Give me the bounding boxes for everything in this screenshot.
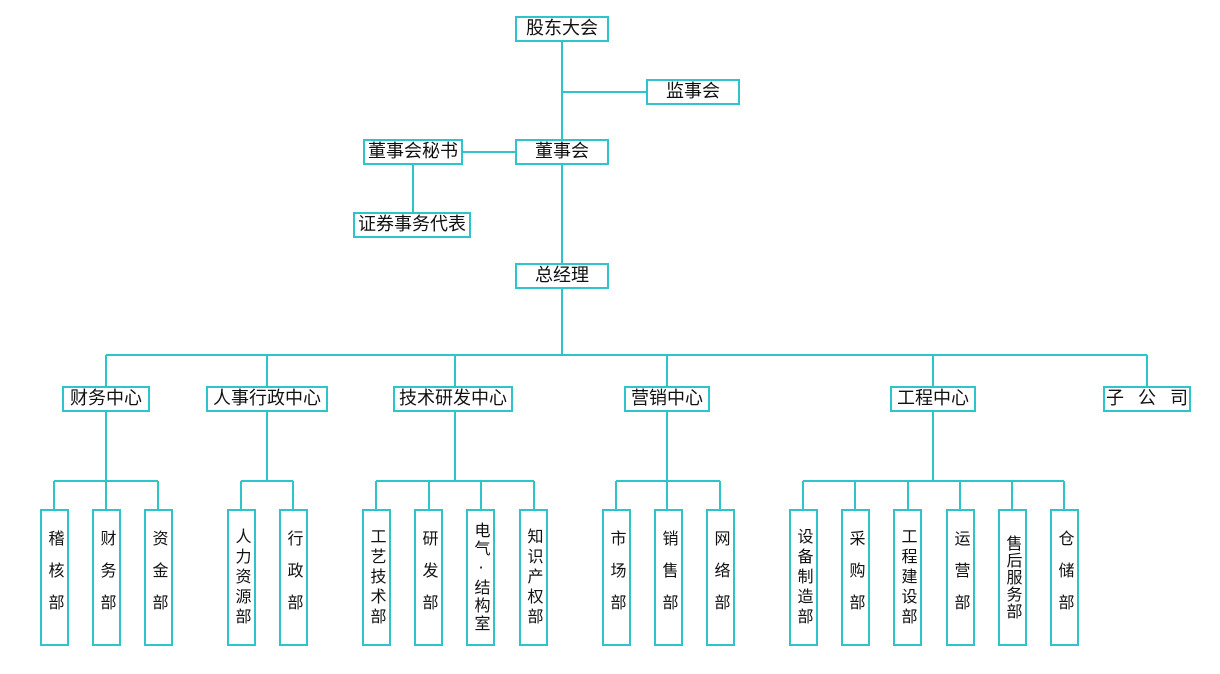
dept-admin-label: 行政部: [284, 529, 304, 626]
dept-equipment-label: 设备制造部: [794, 527, 814, 628]
shareholders-meeting-box: 股东大会: [515, 16, 609, 42]
dept-network-box: 网络部: [706, 509, 735, 646]
marketing-center-box: 营销中心: [624, 386, 710, 412]
dept-admin-box: 行政部: [279, 509, 308, 646]
dept-construction-box: 工程建设部: [893, 509, 922, 646]
dept-purchasing-label: 采购部: [846, 529, 866, 626]
dept-equipment-box: 设备制造部: [789, 509, 818, 646]
dept-electrical-structure-label: 电气·结构室: [471, 522, 491, 633]
dept-funds-box: 资金部: [144, 509, 173, 646]
dept-market-box: 市场部: [602, 509, 631, 646]
dept-audit-box: 稽核部: [40, 509, 69, 646]
dept-purchasing-box: 采购部: [841, 509, 870, 646]
finance-center-box: 财务中心: [62, 386, 150, 412]
dept-sales-box: 销售部: [654, 509, 683, 646]
board-secretary-box: 董事会秘书: [363, 139, 463, 165]
dept-network-label: 网络部: [711, 529, 731, 626]
general-manager-box: 总经理: [515, 263, 609, 289]
supervisory-board-box: 监事会: [646, 79, 740, 105]
hr-admin-center-box: 人事行政中心: [206, 386, 328, 412]
dept-finance-box: 财务部: [92, 509, 121, 646]
dept-funds-label: 资金部: [149, 529, 169, 626]
dept-rd-box: 研发部: [414, 509, 443, 646]
dept-construction-label: 工程建设部: [898, 527, 918, 628]
tech-rd-center-box: 技术研发中心: [393, 386, 513, 412]
dept-sales-label: 销售部: [659, 529, 679, 626]
dept-after-sales-box: 售后服务部: [998, 509, 1027, 646]
dept-audit-label: 稽核部: [45, 529, 65, 626]
dept-finance-label: 财务部: [97, 529, 117, 626]
engineering-center-box: 工程中心: [890, 386, 976, 412]
dept-hr-box: 人力资源部: [227, 509, 256, 646]
dept-electrical-structure-box: 电气·结构室: [466, 509, 495, 646]
dept-process-tech-box: 工艺技术部: [362, 509, 391, 646]
dept-operations-box: 运营部: [946, 509, 975, 646]
dept-market-label: 市场部: [607, 529, 627, 626]
dept-warehouse-label: 仓储部: [1055, 529, 1075, 626]
subsidiary-box: 子公司: [1103, 386, 1191, 412]
dept-warehouse-box: 仓储部: [1050, 509, 1079, 646]
dept-rd-label: 研发部: [419, 529, 439, 626]
dept-ip-box: 知识产权部: [519, 509, 548, 646]
securities-representative-box: 证券事务代表: [353, 212, 471, 238]
board-of-directors-box: 董事会: [515, 139, 609, 165]
dept-process-tech-label: 工艺技术部: [367, 527, 387, 628]
dept-hr-label: 人力资源部: [232, 527, 252, 628]
dept-operations-label: 运营部: [951, 529, 971, 626]
dept-after-sales-label: 售后服务部: [1003, 535, 1023, 620]
dept-ip-label: 知识产权部: [524, 527, 544, 628]
